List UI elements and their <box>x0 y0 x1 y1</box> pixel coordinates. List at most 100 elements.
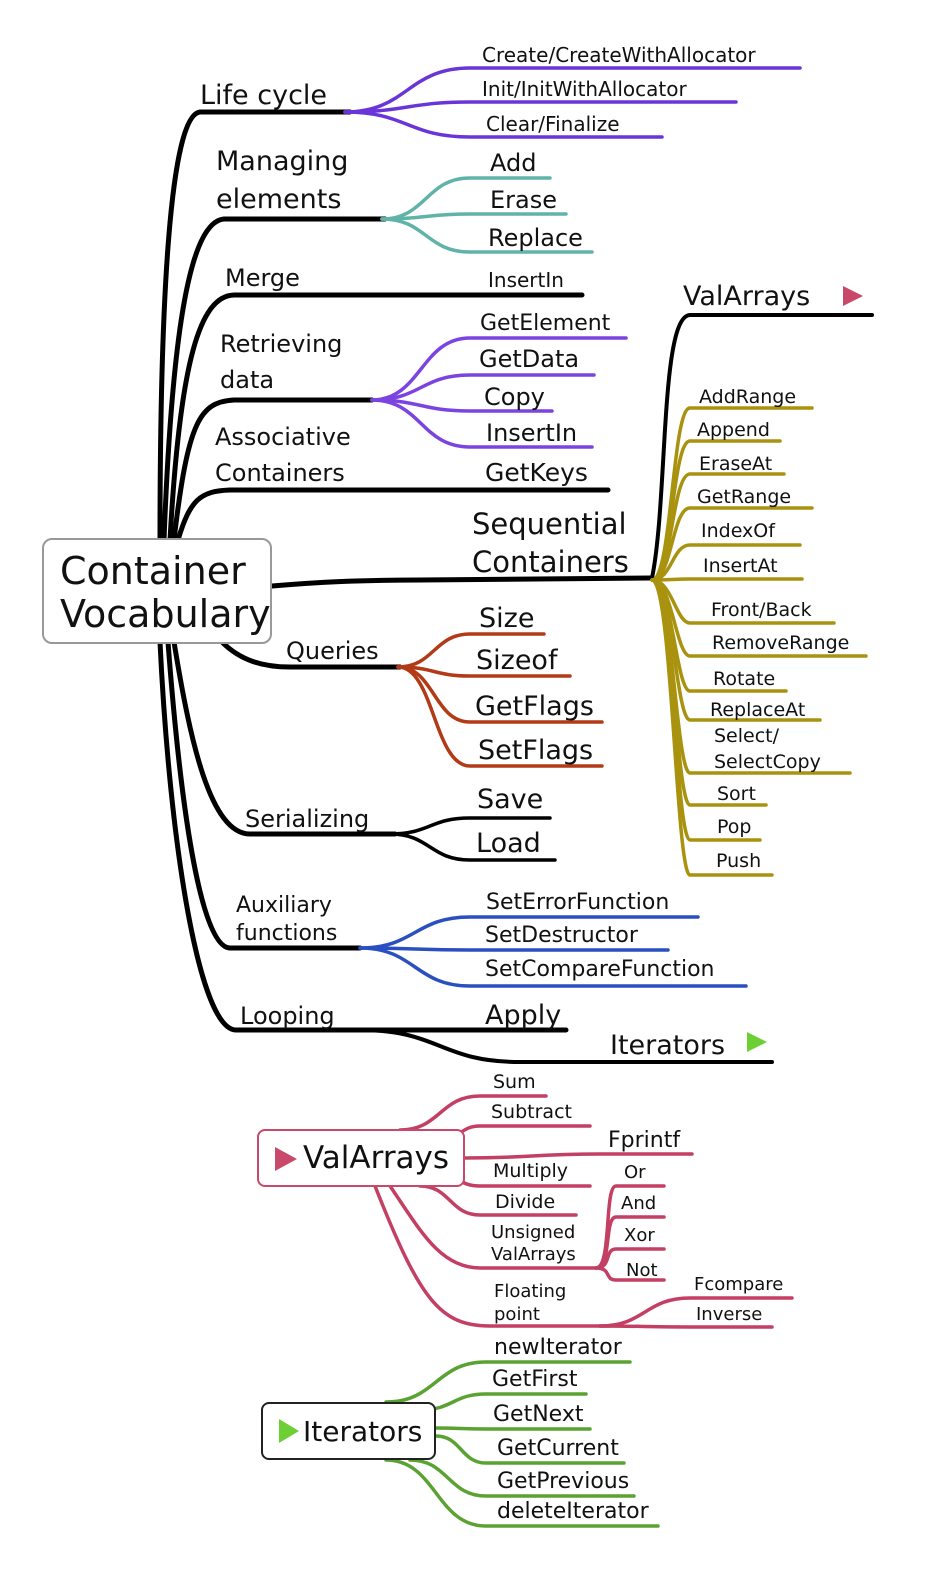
leaf-getelement[interactable]: GetElement <box>480 311 611 336</box>
leaf-getnext[interactable]: GetNext <box>493 1402 584 1427</box>
leaf-replace[interactable]: Replace <box>488 224 583 252</box>
branch-associative-line1[interactable]: Associative <box>215 423 351 451</box>
leaf-getfirst[interactable]: GetFirst <box>492 1367 578 1392</box>
leaf-insertat[interactable]: InsertAt <box>703 555 778 577</box>
branch-auxiliary-line1[interactable]: Auxiliary <box>236 893 332 918</box>
leaf-save[interactable]: Save <box>477 784 544 815</box>
root-label-line1: Container <box>60 549 246 593</box>
leaf-getprevious[interactable]: GetPrevious <box>497 1469 630 1494</box>
branch-floating-line1[interactable]: Floating <box>494 1281 567 1302</box>
branch-retrieving-line1[interactable]: Retrieving <box>220 330 343 358</box>
leaf-sum[interactable]: Sum <box>493 1071 536 1093</box>
leaf-append[interactable]: Append <box>697 419 770 441</box>
leaf-add[interactable]: Add <box>490 149 537 177</box>
leaf-merge-insertin[interactable]: InsertIn <box>488 268 564 292</box>
leaf-rotate[interactable]: Rotate <box>713 668 776 690</box>
iterators-link-triangle-icon[interactable] <box>745 1031 769 1053</box>
valarrays-link-triangle-icon[interactable] <box>841 285 865 307</box>
branch-looping[interactable]: Looping <box>240 1002 335 1030</box>
leaf-copy[interactable]: Copy <box>484 383 545 411</box>
leaf-setflags[interactable]: SetFlags <box>478 735 594 766</box>
valarrays-node[interactable]: ValArrays <box>257 1129 465 1187</box>
branch-merge[interactable]: Merge <box>225 264 300 292</box>
leaf-getkeys[interactable]: GetKeys <box>485 458 588 487</box>
leaf-getcurrent[interactable]: GetCurrent <box>497 1436 619 1461</box>
trunk-managing <box>161 216 388 543</box>
branch-associative-line2[interactable]: Containers <box>215 459 345 487</box>
leaf-seterrorfunction[interactable]: SetErrorFunction <box>486 890 670 915</box>
branch-unsigned-line2[interactable]: ValArrays <box>491 1244 576 1265</box>
trunk-queries <box>219 639 403 670</box>
branch-serializing[interactable]: Serializing <box>245 805 370 833</box>
leaf-load[interactable]: Load <box>476 828 541 859</box>
iterators-node[interactable]: Iterators <box>261 1402 436 1460</box>
trunk-serializing <box>171 639 398 837</box>
leaf-removerange[interactable]: RemoveRange <box>712 632 850 654</box>
leaf-subtract[interactable]: Subtract <box>491 1101 572 1123</box>
leaf-select-line2[interactable]: SelectCopy <box>714 751 821 773</box>
leaf-pop[interactable]: Pop <box>717 816 752 838</box>
branch-life-cycle[interactable]: Life cycle <box>200 80 328 111</box>
link-iterators[interactable]: Iterators <box>610 1030 726 1061</box>
leaf-erase[interactable]: Erase <box>490 186 558 214</box>
root-label-line2: Vocabulary <box>60 592 271 636</box>
branch-retrieving-line2[interactable]: data <box>220 366 275 394</box>
branch-auxiliary-line2[interactable]: functions <box>236 921 338 946</box>
leaf-clear[interactable]: Clear/Finalize <box>486 112 620 136</box>
link-valarrays[interactable]: ValArrays <box>683 281 811 312</box>
leaf-or[interactable]: Or <box>624 1162 646 1183</box>
leaf-not[interactable]: Not <box>626 1260 658 1281</box>
leaf-sizeof[interactable]: Sizeof <box>476 645 558 676</box>
branch-unsigned-line1[interactable]: Unsigned <box>491 1222 576 1243</box>
leaf-fprintf[interactable]: Fprintf <box>608 1128 681 1153</box>
trunk-retrieving <box>171 397 375 543</box>
leaf-divide[interactable]: Divide <box>495 1191 556 1213</box>
leaf-indexof[interactable]: IndexOf <box>701 520 775 542</box>
edge-replace <box>380 217 594 254</box>
leaf-sort[interactable]: Sort <box>717 783 756 805</box>
branch-floating-line2[interactable]: point <box>494 1304 540 1325</box>
valarrays-triangle-icon <box>275 1147 297 1171</box>
edge-unsigned <box>388 1184 598 1270</box>
leaf-select-line1[interactable]: Select/ <box>714 725 780 747</box>
leaf-size[interactable]: Size <box>479 603 535 634</box>
leaf-newiterator[interactable]: newIterator <box>494 1335 622 1360</box>
edge-valarrays-link <box>650 313 874 580</box>
branch-managing-line1[interactable]: Managing <box>216 146 349 177</box>
branch-sequential-line2[interactable]: Containers <box>472 545 629 579</box>
branch-managing-line2[interactable]: elements <box>216 184 342 215</box>
leaf-frontback[interactable]: Front/Back <box>711 599 812 621</box>
leaf-and[interactable]: And <box>621 1193 657 1214</box>
leaf-init[interactable]: Init/InitWithAllocator <box>482 77 687 101</box>
leaf-replaceat[interactable]: ReplaceAt <box>710 699 806 721</box>
leaf-eraseat[interactable]: EraseAt <box>699 453 773 475</box>
leaf-getrange[interactable]: GetRange <box>697 486 792 508</box>
leaf-multiply[interactable]: Multiply <box>493 1160 569 1182</box>
leaf-addrange[interactable]: AddRange <box>699 386 797 408</box>
edge-sequential-13 <box>650 578 774 877</box>
leaf-fcompare[interactable]: Fcompare <box>694 1274 784 1295</box>
leaf-apply[interactable]: Apply <box>485 1000 562 1031</box>
leaf-retrieving-insertin[interactable]: InsertIn <box>486 419 578 447</box>
leaf-setcomparefunction[interactable]: SetCompareFunction <box>485 957 715 982</box>
edge-setcomparefunction <box>358 946 748 988</box>
edge-load <box>388 832 557 862</box>
leaf-xor[interactable]: Xor <box>624 1225 655 1246</box>
leaf-getdata[interactable]: GetData <box>479 345 580 373</box>
leaf-getflags[interactable]: GetFlags <box>475 691 594 722</box>
branch-sequential-line1[interactable]: Sequential <box>472 507 627 541</box>
edge-getelement <box>370 336 628 402</box>
root-node[interactable]: Container Vocabulary <box>42 538 272 644</box>
leaf-setdestructor[interactable]: SetDestructor <box>485 923 638 948</box>
leaf-push[interactable]: Push <box>716 850 762 872</box>
branch-queries[interactable]: Queries <box>286 637 379 665</box>
edge-sum <box>398 1094 548 1132</box>
edge-getprevious <box>408 1458 636 1498</box>
leaf-deleteiterator[interactable]: deleteIterator <box>497 1499 649 1524</box>
leaf-create[interactable]: Create/CreateWithAllocator <box>482 43 756 67</box>
edge-iterators-link <box>358 1028 774 1064</box>
edge-divide <box>418 1184 578 1217</box>
leaf-inverse[interactable]: Inverse <box>696 1304 763 1325</box>
